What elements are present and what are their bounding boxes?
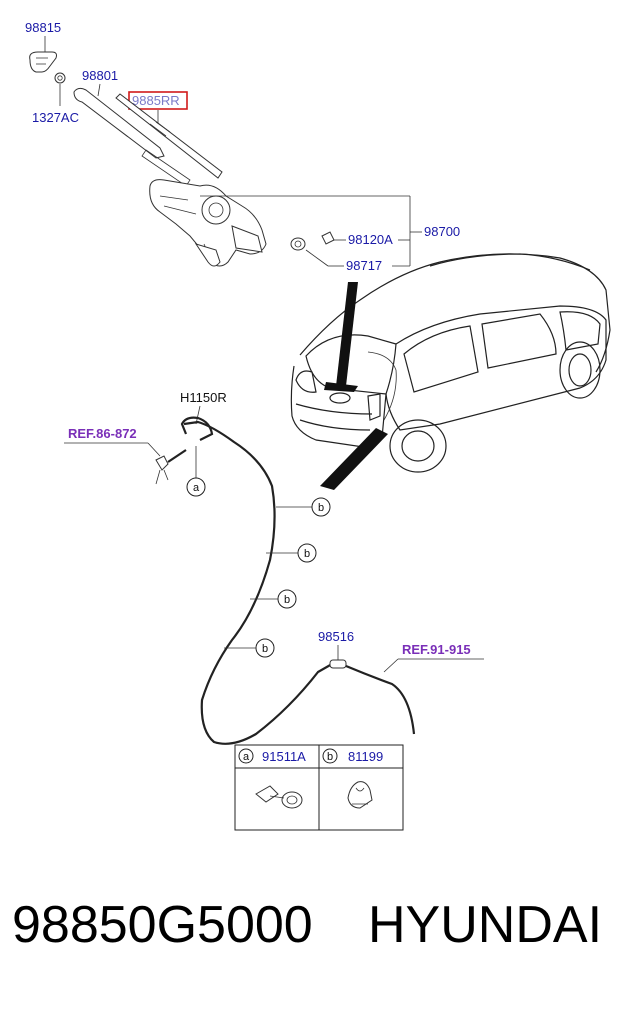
bolt-part xyxy=(321,231,335,245)
grommet-part xyxy=(290,237,306,251)
motor-location-pointer xyxy=(336,282,358,386)
callout-9885RR[interactable]: 9885RR xyxy=(132,93,180,108)
legend-a-part[interactable]: 91511A xyxy=(262,749,306,764)
check-valve-icon xyxy=(255,785,303,809)
bubble-a[interactable] xyxy=(186,477,206,497)
svg-text:a: a xyxy=(193,482,200,494)
legend-b-letter: b xyxy=(327,751,333,763)
bubble-b-4[interactable] xyxy=(255,638,275,658)
svg-text:b: b xyxy=(304,548,310,560)
bubble-b-2[interactable] xyxy=(297,543,317,563)
wiper-motor-part xyxy=(149,179,267,267)
callout-H1150R[interactable]: H1150R xyxy=(180,390,227,405)
svg-text:b: b xyxy=(262,643,268,655)
callout-1327AC[interactable]: 1327AC xyxy=(32,110,79,125)
nut-part xyxy=(54,72,66,84)
svg-text:b: b xyxy=(318,502,324,514)
vehicle-illustration xyxy=(290,253,611,473)
part-number: 98850G5000 xyxy=(12,896,313,954)
hose-location-pointer xyxy=(320,428,388,490)
parts-diagram: 98815 1327AC 98801 9885RR 98700 98120A 9… xyxy=(25,20,611,831)
check-valve-part xyxy=(155,455,169,471)
callout-98700[interactable]: 98700 xyxy=(424,224,460,239)
brand-name: HYUNDAI xyxy=(368,896,603,954)
wiper-cap-part xyxy=(29,51,57,73)
bubble-b-1[interactable] xyxy=(311,497,331,517)
legend-a-letter: a xyxy=(243,751,250,763)
callout-98801[interactable]: 98801 xyxy=(82,68,118,83)
callout-98815[interactable]: 98815 xyxy=(25,20,61,35)
bubble-b-3[interactable] xyxy=(277,589,297,609)
ref-91-915-link[interactable]: REF.91-915 xyxy=(402,642,471,657)
callout-98516[interactable]: 98516 xyxy=(318,629,354,644)
wiper-blade-part xyxy=(115,93,223,179)
motor-location-marker xyxy=(324,382,358,392)
svg-text:b: b xyxy=(284,594,290,606)
washer-hose xyxy=(183,420,333,745)
legend-b-part[interactable]: 81199 xyxy=(348,749,383,764)
legend-table: a 91511A b 81199 xyxy=(234,744,404,831)
hose-clip-icon xyxy=(347,781,373,809)
ref-86-872-link[interactable]: REF.86-872 xyxy=(68,426,137,441)
hose-joint-part xyxy=(329,659,347,669)
wiper-arm-part xyxy=(73,87,165,159)
callout-98120A[interactable]: 98120A xyxy=(348,232,393,247)
footer: 98850G5000 HYUNDAI xyxy=(0,895,620,985)
callout-98717[interactable]: 98717 xyxy=(346,258,382,273)
